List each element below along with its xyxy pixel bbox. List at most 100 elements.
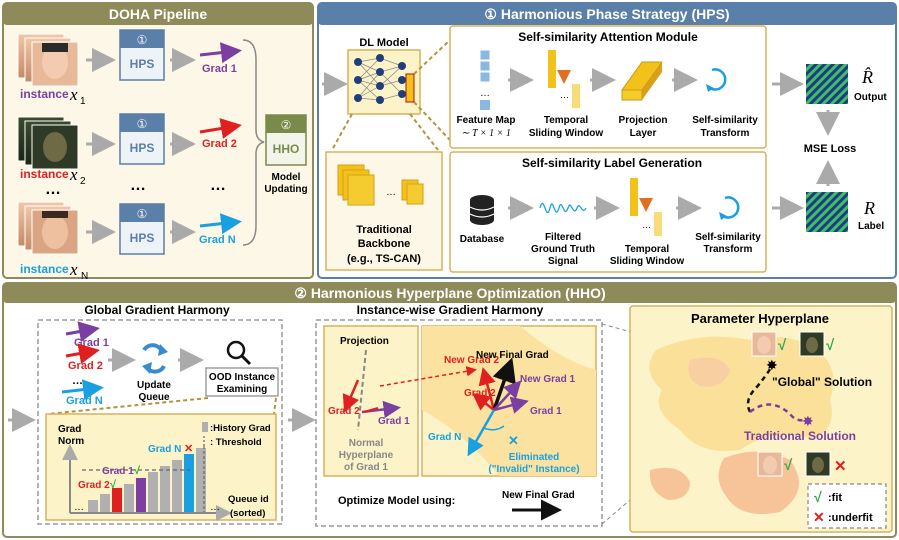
legend-cross-icon: ✕	[813, 509, 825, 525]
hps-box-3-label: HPS	[130, 231, 155, 245]
label-label: Label	[858, 221, 884, 232]
hps-box-2-label: HPS	[130, 141, 155, 155]
bar-label-grad-2: Grad 2	[78, 480, 110, 491]
hps-box-2-num: ①	[137, 117, 148, 131]
hps-box-1: ① HPS	[119, 29, 165, 81]
global-grad-2: Grad 2	[68, 360, 103, 372]
doha-pipeline-panel: DOHA Pipeline instance x 1 instance x 2	[2, 2, 314, 282]
legend-check-icon: √	[814, 489, 822, 505]
temporal-label-2: Sliding Window	[529, 128, 604, 139]
dl-model-label: DL Model	[359, 37, 408, 49]
bar-grad-n	[184, 454, 194, 512]
hps-box-3: ① HPS	[119, 203, 165, 255]
dl-model-network-icon	[347, 49, 421, 115]
instance-1-sub: 1	[80, 96, 86, 107]
underfit-cross-icon: ✕	[834, 458, 847, 475]
filtered-label-2: Ground Truth	[531, 244, 595, 255]
attention-title: Self-similarity Attention Module	[518, 30, 698, 44]
queue-right-ellipsis: …	[210, 502, 220, 513]
instance-1-label: instance	[20, 87, 69, 101]
fit-check-icon: √	[826, 337, 835, 354]
hps-ellipsis: …	[130, 177, 146, 194]
grad-ellipsis: …	[210, 177, 226, 194]
global-harmony-section: Global Gradient Harmony Grad 1 Grad 2 … …	[37, 303, 283, 525]
new-final-grad-label: New Final Grad	[476, 350, 549, 361]
hps-box-2: ① HPS	[119, 113, 165, 165]
traditional-path	[749, 403, 807, 422]
instance-ellipsis: …	[45, 181, 61, 198]
grad-1-label: Grad 1	[530, 406, 562, 417]
global-grad-ellipsis: …	[72, 375, 83, 387]
hps-box-1-label: HPS	[130, 57, 155, 71]
projection-label-1: Projection	[619, 115, 668, 126]
backbone-label-2: Backbone	[358, 238, 411, 250]
eliminated-label-2: ("Invalid" Instance)	[488, 464, 579, 475]
update-queue-label-2: Queue	[138, 392, 170, 403]
ood-label-1: OOD Instance	[209, 372, 276, 383]
mse-loss-label: MSE Loss	[804, 143, 857, 155]
queue-id-2: (sorted)	[230, 508, 265, 519]
output-matrix	[806, 64, 848, 104]
merge-brace	[242, 39, 265, 246]
filtered-signal-icon	[539, 202, 587, 214]
ss-transform-label-2: Transform	[701, 128, 750, 139]
feature-map-label: Feature Map	[457, 115, 516, 126]
optimize-grad-label: New Final Grad	[502, 490, 575, 501]
bar-grad-2	[112, 488, 122, 512]
magnifier-icon	[226, 340, 252, 366]
hho-box-num: ②	[281, 118, 292, 132]
fit-faces-top	[751, 331, 825, 357]
ss-transform-label-1: Self-similarity	[692, 115, 758, 126]
label-gen-title: Self-similarity Label Generation	[522, 156, 702, 170]
instance-2-var: x	[69, 165, 78, 184]
database-icon	[469, 195, 495, 225]
zoom-grad-1: Grad 1	[378, 416, 410, 427]
instance-2-faces	[17, 116, 79, 170]
instance-1-var: x	[69, 85, 78, 104]
instance-harmony-section: Instance-wise Gradient Harmony Projectio…	[315, 303, 603, 527]
optimize-label: Optimize Model using:	[338, 495, 455, 507]
pipeline-title: DOHA Pipeline	[109, 6, 207, 22]
pipeline-grad-2: Grad 2	[202, 138, 237, 150]
backbone-box: … Traditional Backbone (e.g., TS-CAN)	[325, 151, 443, 271]
projection-layer-icon	[621, 61, 663, 101]
label-symbol: R	[863, 198, 875, 218]
label-matrix	[806, 192, 848, 232]
projection-label: Projection	[340, 336, 389, 347]
hps-box-3-num: ①	[137, 207, 148, 221]
check-icon: √	[134, 465, 141, 477]
output-symbol: R̂	[861, 67, 873, 87]
ood-label-2: Examining	[217, 384, 268, 395]
bar-label-grad-n: Grad N	[148, 444, 181, 455]
temporal-window-icon-2: …	[630, 178, 662, 236]
attention-module: Self-similarity Attention Module … Featu…	[449, 25, 767, 149]
hps-panel: ① Harmonious Phase Strategy (HPS) DL Mod…	[317, 2, 897, 279]
projection-label-2: Layer	[630, 128, 657, 139]
hyperplane-title: Parameter Hyperplane	[691, 311, 829, 326]
eliminated-cross-icon: ✕	[508, 433, 519, 448]
filtered-label-1: Filtered	[545, 232, 581, 243]
fit-check-icon: √	[778, 337, 787, 354]
global-path	[746, 365, 774, 413]
model-updating-1: Model	[272, 172, 301, 183]
projection-zoom-box	[323, 325, 419, 477]
landscape-region-3	[649, 467, 690, 500]
feature-ellipsis: …	[480, 88, 490, 99]
hps-box-1-num: ①	[137, 33, 148, 47]
backbone-ellipsis: …	[386, 187, 396, 198]
instance-3-var: x	[69, 260, 78, 279]
update-queue-icon	[142, 343, 168, 374]
grad-norm-label-2: Norm	[58, 436, 84, 447]
instance-1-faces	[17, 33, 79, 87]
temporal-window-icon: …	[548, 50, 580, 108]
normal-label-3: of Grad 1	[344, 462, 388, 473]
label-generation-module: Self-similarity Label Generation Databas…	[449, 151, 767, 273]
output-label: Output	[854, 92, 887, 103]
parameter-hyperplane-section: Parameter Hyperplane √ √ ✸ "Global" Solu…	[629, 305, 893, 533]
zoom-grad-2: Grad 2	[328, 406, 360, 417]
hho-panel: ② Harmonious Hyperplane Optimization (HH…	[2, 282, 897, 538]
global-grad-1: Grad 1	[74, 337, 109, 349]
bars	[88, 448, 206, 512]
